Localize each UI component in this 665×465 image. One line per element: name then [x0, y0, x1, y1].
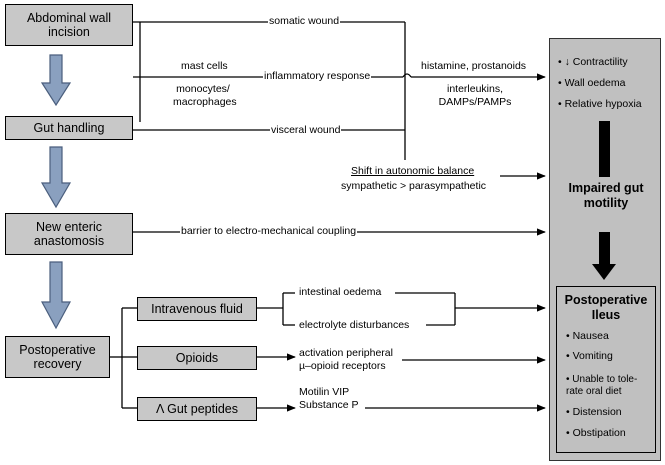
opioids-label: Opioids	[175, 350, 219, 365]
postoperative-ileus-box	[556, 286, 656, 453]
monocytes-label: monocytes/ macrophages	[172, 83, 237, 110]
thick-arrow-stem-top	[599, 121, 610, 177]
barrier-label: barrier to electro-mechanical coupling	[180, 225, 358, 239]
thick-arrow-head-icon	[592, 264, 616, 280]
histamine-label: histamine, prostanoids	[421, 60, 527, 72]
sympathetic-label: sympathetic > parasympathetic	[341, 180, 487, 192]
opioid-activation-label: activation peripheral µ–opioid receptors	[299, 347, 393, 373]
symptom-obstipation: Obstipation	[572, 427, 626, 439]
shift-autonomic-label: Shift in autonomic balance	[351, 165, 475, 177]
opioids-box: Opioids	[137, 346, 257, 370]
new-enteric-anastomosis-box: New enteric anastomosis	[5, 213, 133, 255]
anastomosis-label: New enteric anastomosis	[33, 219, 105, 248]
inflammatory-response-label: inflammatory response	[263, 70, 372, 84]
symptom-item: • Obstipation	[566, 427, 626, 439]
symptom-item: • Distension	[566, 406, 622, 418]
symptom-item: • Nausea	[566, 330, 609, 342]
wall-oedema-item: • Wall oedema	[558, 77, 626, 89]
symptom-vomiting: Vomiting	[572, 350, 613, 362]
symptom-item: • Vomiting	[566, 350, 613, 362]
somatic-wound-label: somatic wound	[268, 15, 341, 29]
symptom-oral-diet: Unable to tole- rate oral diet	[566, 374, 638, 397]
abdominal-wall-incision-box: Abdominal wall incision	[5, 4, 133, 46]
contractility-item: • ↓ Contractility	[558, 56, 628, 68]
interleukins-label: interleukins, DAMPs/PAMPs	[438, 83, 512, 109]
contractility-label: ↓ Contractility	[564, 56, 628, 68]
wall-oedema-label: Wall oedema	[564, 77, 626, 89]
abdominal-wall-label: Abdominal wall incision	[26, 10, 112, 39]
mast-cells-label: mast cells	[180, 60, 229, 74]
symptom-nausea: Nausea	[572, 330, 609, 342]
gut-handling-label: Gut handling	[33, 120, 105, 135]
peptides-list-label: Motilin VIP Substance P	[299, 386, 359, 412]
intravenous-fluid-box: Intravenous fluid	[137, 297, 257, 321]
gut-peptides-label: Λ Gut peptides	[155, 401, 238, 416]
symptom-item: • Unable to tole- rate oral diet	[566, 374, 638, 397]
thick-arrow-stem	[599, 232, 610, 266]
hypoxia-item: • Relative hypoxia	[558, 98, 642, 110]
electrolyte-label: electrolyte disturbances	[299, 319, 410, 331]
iv-fluid-label: Intravenous fluid	[151, 301, 243, 316]
postoperative-recovery-box: Postoperative recovery	[5, 336, 110, 378]
impaired-motility-label: Impaired gut motility	[568, 181, 644, 210]
gut-handling-box: Gut handling	[5, 116, 133, 140]
gut-peptides-box: Λ Gut peptides	[137, 397, 257, 421]
symptom-distension: Distension	[572, 406, 622, 418]
postoperative-ileus-title: Postoperative Ileus	[564, 293, 648, 322]
intestinal-oedema-label: intestinal oedema	[299, 286, 382, 298]
recovery-label: Postoperative recovery	[19, 342, 96, 371]
visceral-wound-label: visceral wound	[270, 124, 342, 138]
hypoxia-label: Relative hypoxia	[564, 98, 642, 110]
